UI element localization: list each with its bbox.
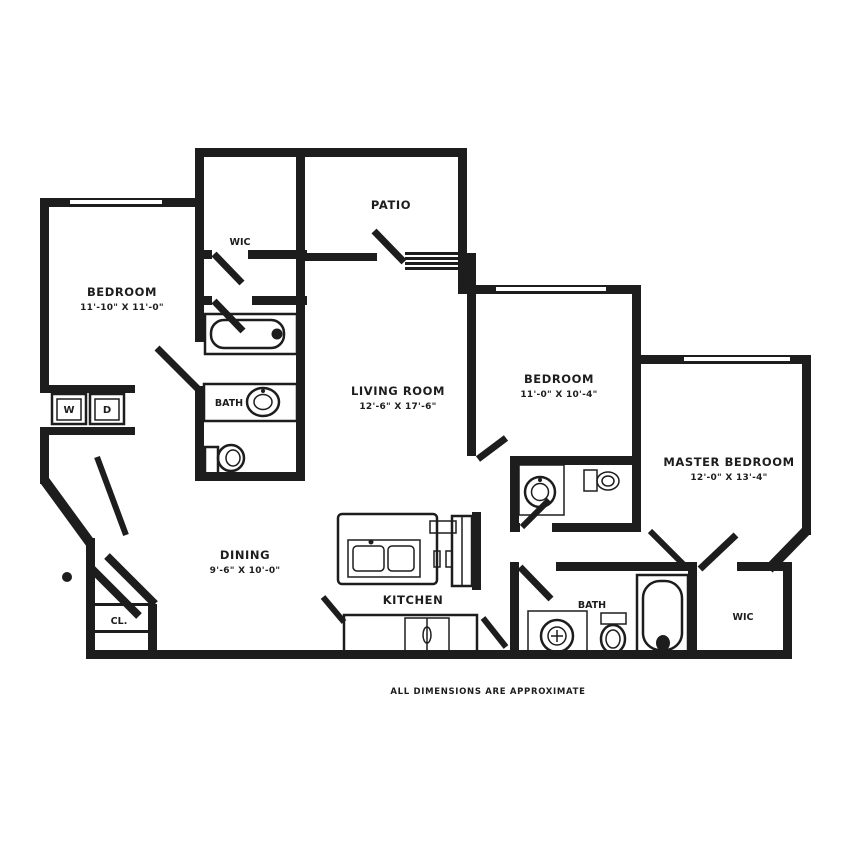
vanity-2 [518, 464, 565, 516]
hall-door [647, 528, 688, 569]
toilet-2-seat [601, 475, 615, 487]
entry-door-knob [62, 572, 72, 582]
dryer-box [88, 392, 126, 426]
wic2-label: WIC [733, 612, 754, 623]
toilet-3-tank [600, 612, 627, 625]
closet-shelf-bottom [90, 630, 150, 633]
kitchen-door [320, 595, 347, 624]
plan-caption: ALL DIMENSIONS ARE APPROXIMATE [390, 687, 585, 697]
kitchen-island [336, 512, 439, 586]
bedroom2-dims: 11'-0" X 10'-4" [520, 390, 597, 400]
master-bedroom-dims: 12'-0" X 13'-4" [690, 473, 767, 483]
kitchen-counter-bar [429, 520, 457, 534]
entry-closet [90, 603, 150, 633]
sink-1-basin [253, 393, 273, 411]
toilet-1-seat [225, 449, 241, 467]
sink-1-faucet [261, 389, 265, 393]
bathtub-2-drain [656, 635, 670, 651]
room-labels: BEDROOM 11'-10" X 11'-0" WIC PATIO BATH … [63, 198, 794, 697]
closet-shelf-top [90, 603, 150, 606]
toilet-2-tank [583, 469, 598, 492]
kitchen-sink-faucet [368, 539, 374, 545]
bath2-fixtures [527, 573, 690, 658]
toilet-2-bowl [596, 471, 620, 491]
dryer-inner [94, 398, 120, 421]
master-door [697, 532, 739, 572]
sink-3-basin [547, 626, 567, 646]
dining-label: DINING [220, 548, 270, 562]
bedroom1-label: BEDROOM [87, 285, 157, 299]
kitchen-label: KITCHEN [383, 593, 444, 607]
bath1-fixtures [202, 312, 299, 476]
bathtub-1-faucet [271, 328, 283, 340]
living-room-label: LIVING ROOM [351, 384, 445, 398]
bedroom2-window [496, 285, 606, 293]
wic1-door [211, 251, 245, 286]
windows [70, 198, 790, 363]
bath1-label: BATH [215, 398, 243, 409]
range-handle [422, 626, 432, 644]
bath1-door [211, 298, 246, 334]
kitchen-fixtures [336, 512, 479, 657]
sink-3 [539, 618, 575, 654]
bedroom1-door [154, 345, 201, 392]
dishwasher-bracket-right [445, 550, 453, 568]
dishwasher-bracket-left [433, 550, 441, 568]
sink-1 [245, 386, 281, 418]
bedroom1-dims: 11'-10" X 11'-0" [80, 303, 164, 313]
hall-closet-door [94, 455, 129, 537]
bathtub-1 [203, 312, 299, 356]
living-room-dims: 12'-6" X 17'-6" [359, 402, 436, 412]
washer-box [50, 392, 88, 426]
kitchen-sink-basin-right [387, 545, 415, 572]
entry-door-leaf [88, 565, 142, 619]
washer-letter: W [63, 405, 74, 416]
bath2-label: BATH [578, 600, 606, 611]
washer-inner [56, 398, 82, 421]
midbath-fixtures [518, 464, 620, 516]
bedroom2-label: BEDROOM [524, 372, 594, 386]
laundry-fixtures [50, 392, 126, 426]
bedroom2-door [475, 435, 509, 462]
bath2-door [517, 564, 554, 602]
sink-2-basin [530, 482, 550, 502]
door-swings [62, 228, 739, 649]
wic1-label: WIC [230, 237, 251, 248]
toilet-1-bowl [216, 443, 246, 473]
sink-2-faucet [538, 478, 542, 482]
bathtub-2 [635, 573, 690, 658]
closet-label: CL. [111, 616, 128, 627]
dryer-letter: D [103, 405, 111, 416]
toilet-1-tank [203, 445, 220, 476]
angled-walls [40, 478, 811, 573]
master-window [684, 355, 790, 363]
kitchen-hall-door [480, 616, 509, 649]
toilet-3-bowl [599, 623, 627, 655]
kitchen-sink-unit [347, 539, 421, 578]
entry-door-leaf-2 [104, 553, 158, 607]
toilet-3-seat [605, 629, 621, 649]
patio-sliding-door [405, 252, 465, 270]
vanity-1 [202, 382, 299, 423]
kitchen-sink-basin-left [352, 545, 385, 572]
vanity-3 [527, 610, 588, 656]
kitchen-counter [342, 613, 479, 657]
patio-door [371, 228, 407, 265]
master-bedroom-label: MASTER BEDROOM [663, 455, 794, 469]
patio-label: PATIO [371, 198, 411, 212]
midbath-door [519, 497, 552, 530]
sink-2 [523, 475, 557, 509]
bathtub-1-basin [209, 318, 286, 350]
dining-dims: 9'-6" X 10'-0" [210, 566, 281, 576]
bedroom1-window [70, 198, 162, 206]
